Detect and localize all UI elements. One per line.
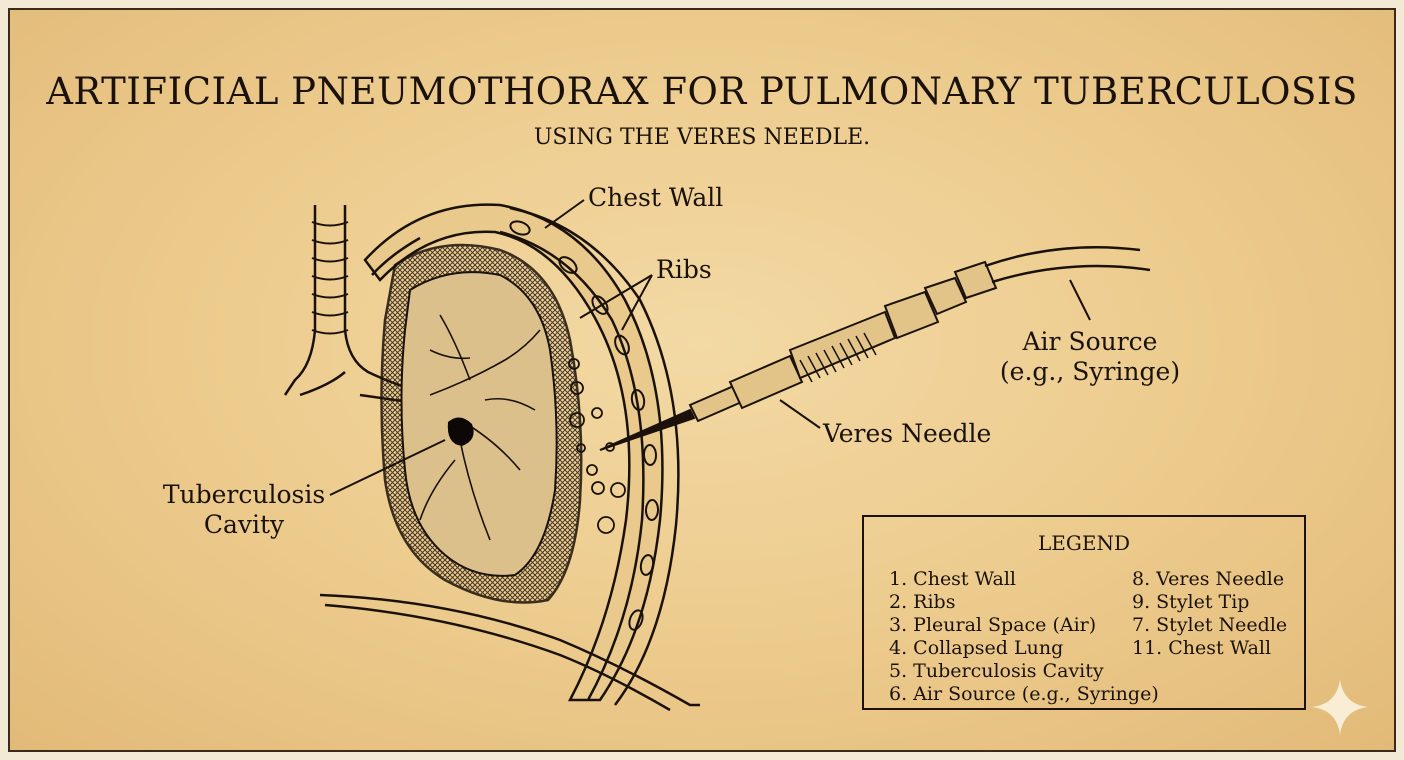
legend-item: 6. Air Source (e.g., Syringe) [889,683,1159,706]
legend-item: 8. Veres Needle [1132,568,1284,591]
collapsed-lung [382,245,582,603]
label-air-source-note: (e.g., Syringe) [1000,357,1180,386]
legend-item: 2. Ribs [889,591,955,614]
label-veres-needle: Veres Needle [822,419,991,448]
legend-item: 11. Chest Wall [1132,637,1271,660]
legend-item: 5. Tuberculosis Cavity [889,660,1104,683]
label-chest-wall: Chest Wall [588,183,723,212]
label-tb-cavity-2: Cavity [204,510,285,539]
label-ribs: Ribs [656,255,712,284]
legend-item: 4. Collapsed Lung [889,637,1063,660]
legend-item: 9. Stylet Tip [1132,591,1249,614]
sparkle-icon [1310,677,1370,737]
legend-box: LEGEND 1. Chest Wall 2. Ribs 3. Pleural … [862,515,1306,710]
label-tb-cavity: Tuberculosis [163,480,325,509]
label-air-source: Air Source [1022,327,1158,356]
legend-item: 1. Chest Wall [889,568,1016,591]
legend-item: 3. Pleural Space (Air) [889,614,1096,637]
legend-title: LEGEND [864,531,1304,555]
legend-item: 7. Stylet Needle [1132,614,1287,637]
